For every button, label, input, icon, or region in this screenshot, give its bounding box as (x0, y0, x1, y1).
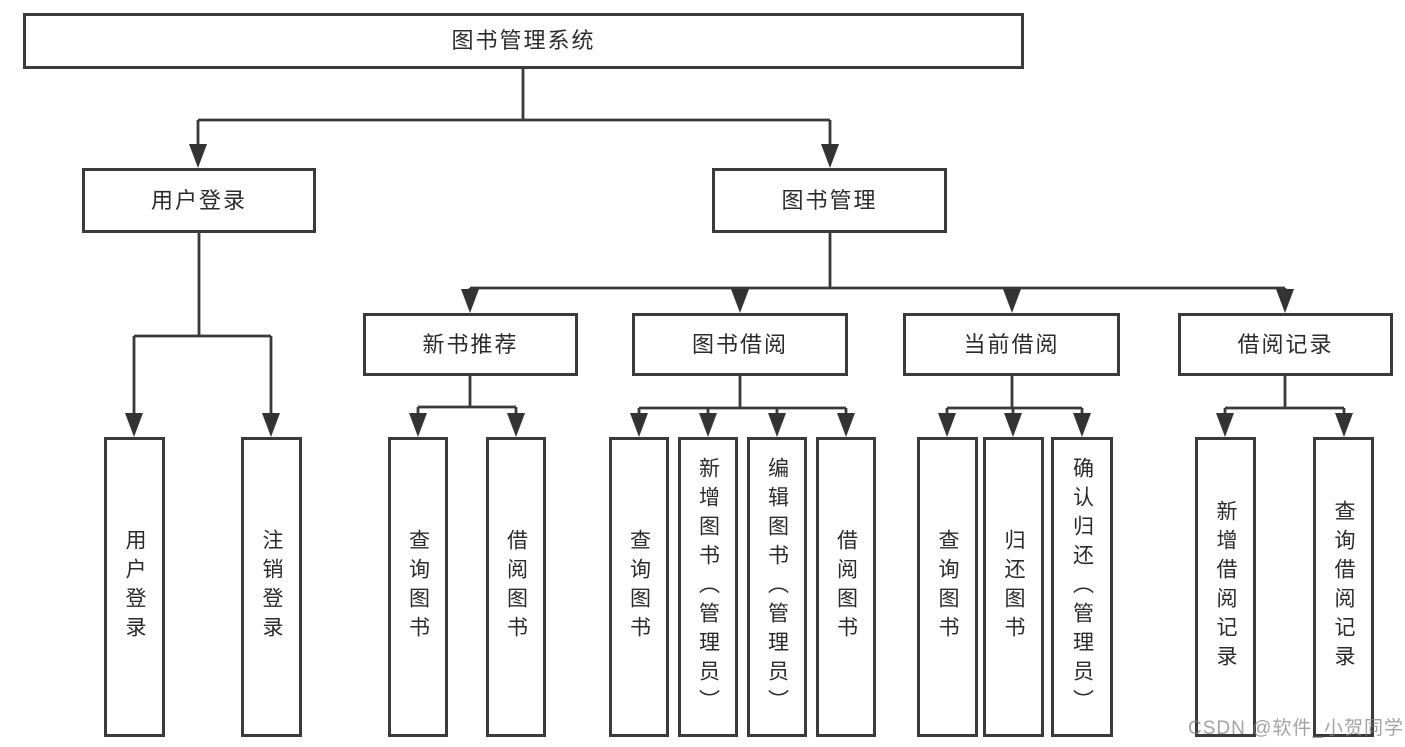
arrowhead (507, 413, 525, 437)
arrowhead (1335, 413, 1353, 437)
leaf-query-books-newrec: 查询图书 (388, 437, 448, 737)
node-current-borrow-label: 当前借阅 (963, 331, 1060, 357)
arrowhead (1216, 413, 1234, 437)
arrowhead (125, 413, 143, 437)
edge-user-login-to-leaves (132, 232, 273, 415)
edge-borrow-records-to-leaves (1223, 376, 1346, 415)
node-current-borrow: 当前借阅 (903, 313, 1120, 376)
arrowhead (461, 289, 479, 313)
node-book-mgmt: 图书管理 (712, 168, 947, 233)
leaf-edit-book-admin-label: 编辑图书（管理员） (765, 456, 789, 718)
arrowhead (1003, 289, 1021, 313)
leaf-logout-label: 注销登录 (260, 529, 283, 645)
leaf-query-books-current: 查询图书 (917, 437, 978, 737)
edge-book-mgmt-to-level3 (468, 232, 1287, 292)
leaf-add-borrow-record: 新增借阅记录 (1195, 437, 1256, 737)
arrowhead (1004, 413, 1022, 437)
leaf-borrow-books-newrec: 借阅图书 (486, 437, 546, 737)
leaf-confirm-return-admin: 确认归还（管理员） (1051, 437, 1113, 737)
node-root-label: 图书管理系统 (451, 28, 596, 53)
edge-new-book-rec-to-leaves (416, 376, 518, 415)
node-book-borrow: 图书借阅 (632, 313, 848, 376)
edge-root-to-level2 (196, 69, 832, 146)
node-new-book-rec-label: 新书推荐 (422, 331, 519, 357)
node-root: 图书管理系统 (23, 13, 1024, 69)
edge-current-borrow-to-leaves (945, 376, 1084, 415)
node-book-borrow-label: 图书借阅 (691, 331, 788, 357)
leaf-user-login-label: 用户登录 (123, 529, 146, 645)
leaf-borrow-books-borrow: 借阅图书 (816, 437, 876, 737)
arrowhead (630, 413, 648, 437)
arrowhead (731, 289, 749, 313)
arrowhead (1073, 413, 1091, 437)
leaf-query-borrow-record: 查询借阅记录 (1313, 437, 1374, 737)
edge-book-borrow-to-leaves (637, 376, 848, 415)
arrowhead (837, 413, 855, 437)
leaf-edit-book-admin: 编辑图书（管理员） (747, 437, 807, 737)
leaf-query-books-borrow-label: 查询图书 (627, 529, 651, 645)
leaf-user-login: 用户登录 (104, 437, 165, 737)
leaf-query-books-newrec-label: 查询图书 (406, 529, 430, 645)
arrowhead (699, 413, 717, 437)
arrowhead (768, 413, 786, 437)
node-borrow-records-label: 借阅记录 (1237, 331, 1334, 357)
leaf-logout: 注销登录 (241, 437, 302, 737)
leaf-return-books: 归还图书 (983, 437, 1044, 737)
arrowhead (821, 144, 839, 168)
leaf-borrow-books-newrec-label: 借阅图书 (504, 529, 528, 645)
arrowhead (189, 144, 207, 168)
leaf-confirm-return-admin-label: 确认归还（管理员） (1070, 456, 1094, 718)
node-new-book-rec: 新书推荐 (363, 313, 578, 376)
node-user-login: 用户登录 (82, 168, 316, 233)
node-book-mgmt-label: 图书管理 (781, 187, 878, 213)
csdn-watermark: CSDN @软件_小贺同学 (1188, 718, 1404, 739)
arrowhead (1276, 289, 1294, 313)
node-user-login-label: 用户登录 (150, 187, 247, 213)
leaf-add-book-admin: 新增图书（管理员） (678, 437, 738, 737)
arrowhead (409, 413, 427, 437)
leaf-query-books-borrow: 查询图书 (609, 437, 669, 737)
leaf-return-books-label: 归还图书 (1002, 529, 1025, 645)
arrowheads (125, 144, 1353, 437)
leaf-add-book-admin-label: 新增图书（管理员） (696, 456, 720, 718)
leaf-borrow-books-borrow-label: 借阅图书 (834, 529, 858, 645)
arrowhead (262, 413, 280, 437)
node-borrow-records: 借阅记录 (1178, 313, 1393, 376)
leaf-add-borrow-record-label: 新增借阅记录 (1214, 500, 1237, 674)
arrowhead (938, 413, 956, 437)
leaf-query-borrow-record-label: 查询借阅记录 (1332, 500, 1355, 674)
leaf-query-books-current-label: 查询图书 (936, 529, 959, 645)
